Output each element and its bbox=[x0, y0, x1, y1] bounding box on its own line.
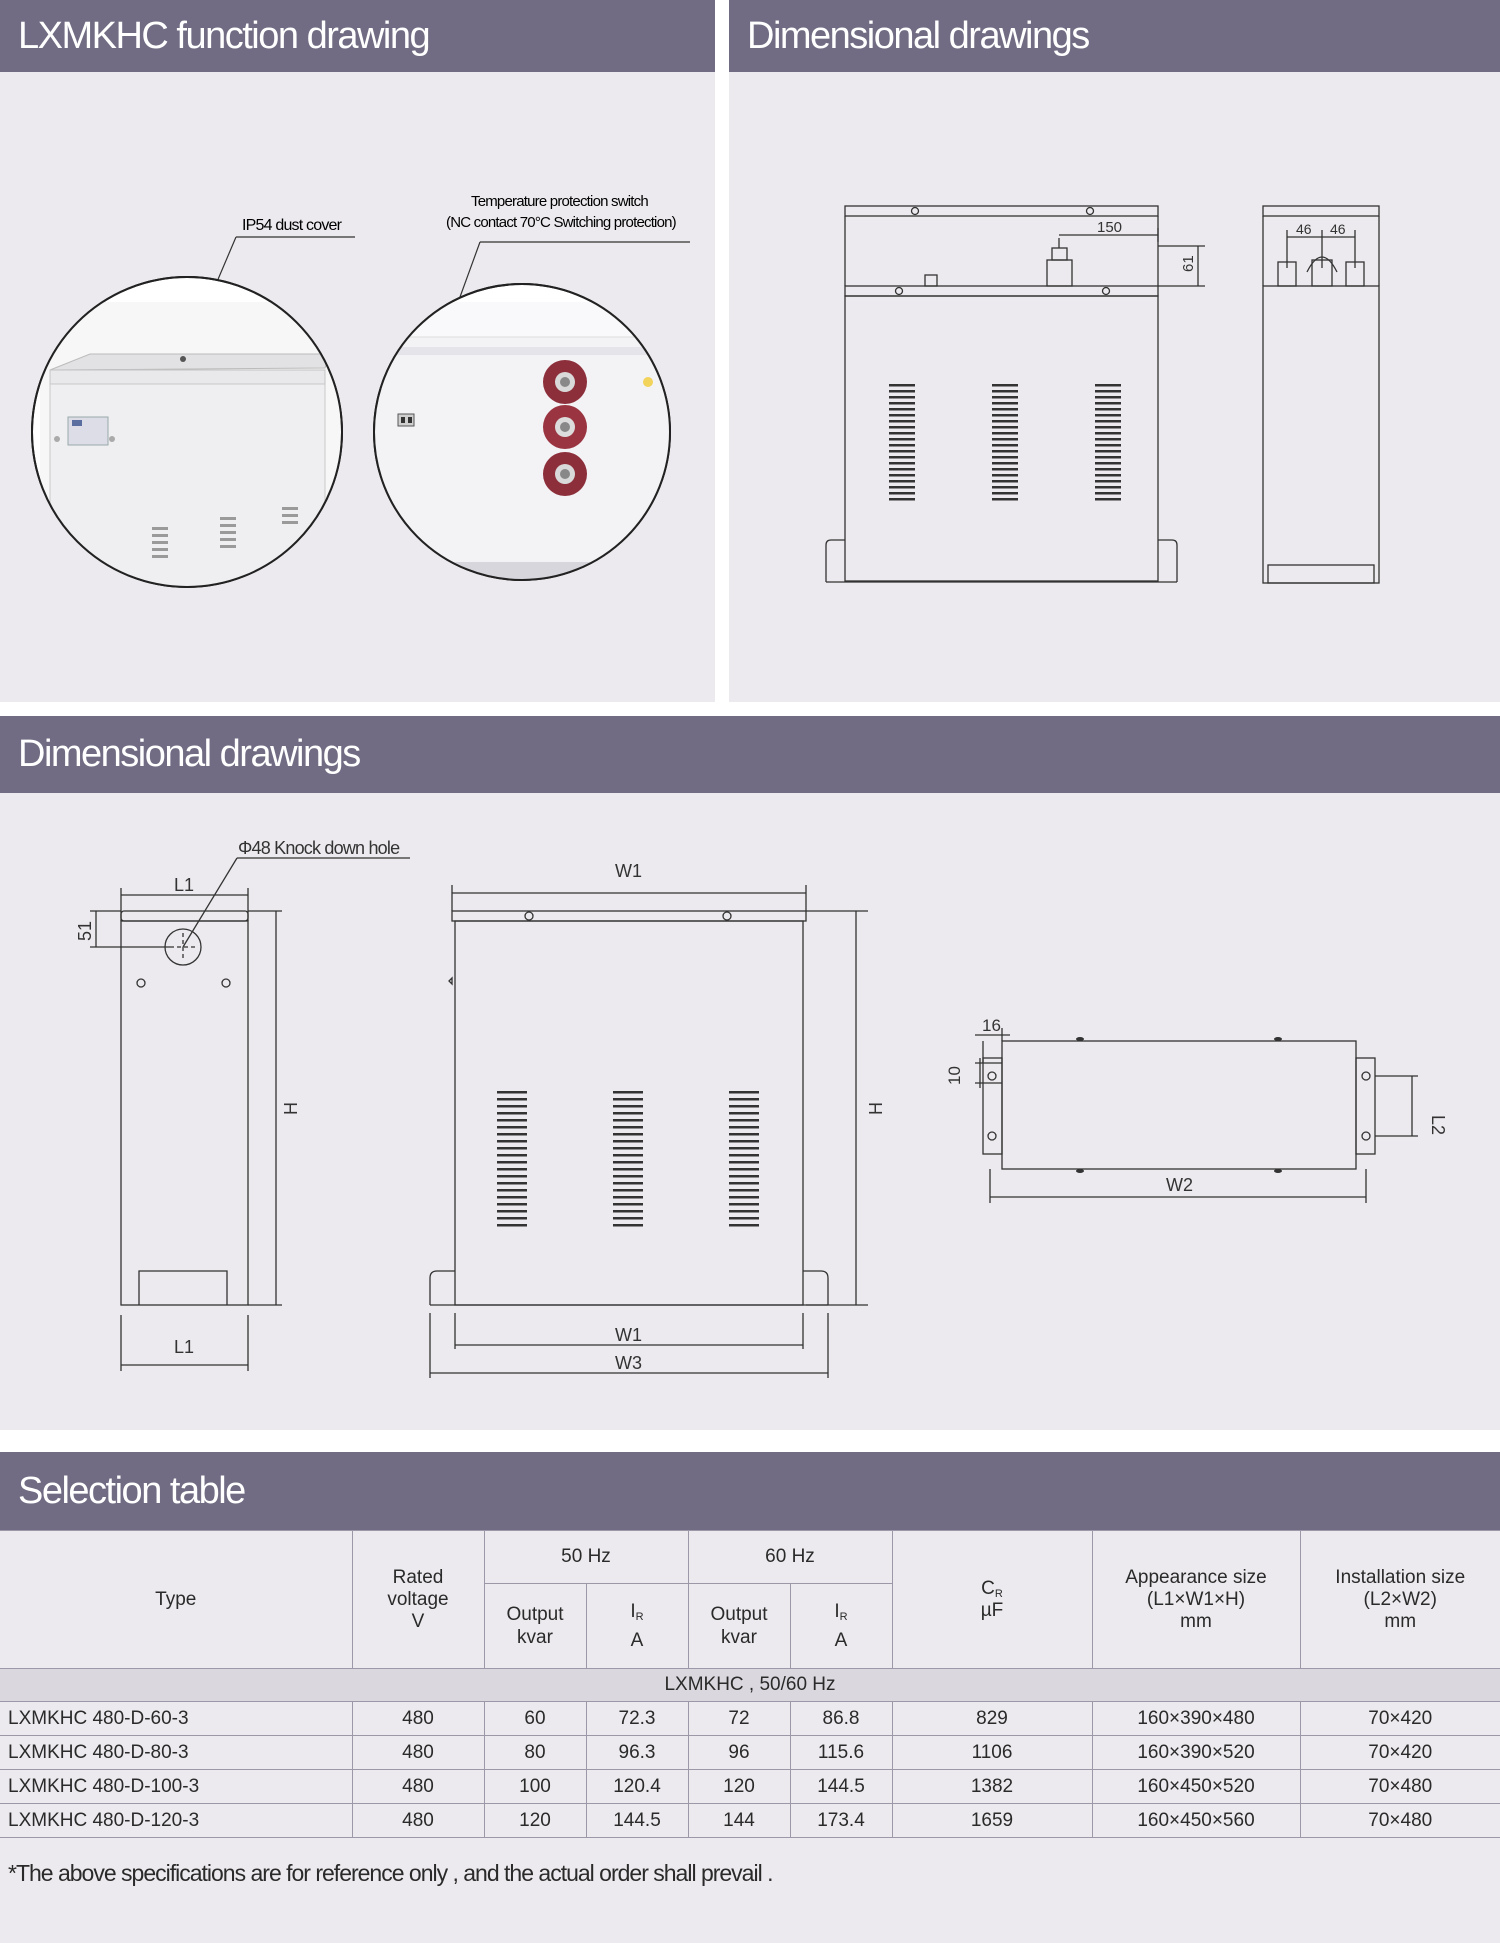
col-header-appearance: Appearance size(L1×W1×H)mm bbox=[1091, 1530, 1301, 1669]
group-label: LXMKHC , 50/60 Hz bbox=[0, 1668, 1500, 1702]
selection-table-header: Selection table bbox=[0, 1452, 1500, 1530]
col-header-type: Type bbox=[0, 1530, 353, 1669]
dim-H-side: H bbox=[281, 1102, 301, 1115]
dim-W3: W3 bbox=[615, 1353, 642, 1373]
dim-46-right: 46 bbox=[1330, 221, 1346, 237]
col-header-50hz: 50 Hz bbox=[483, 1530, 689, 1584]
dim-W2: W2 bbox=[1166, 1175, 1193, 1195]
dim-16: 16 bbox=[982, 1016, 1001, 1035]
dim-10: 10 bbox=[945, 1066, 964, 1085]
dim-L1-top: L1 bbox=[174, 875, 194, 895]
callout-temp-switch-2: (NC contact 70°C Switching protection) bbox=[446, 214, 677, 231]
dim-W1-bottom: W1 bbox=[615, 1325, 642, 1345]
dimensional-drawing-bottom: Φ48 Knock down hole L1 51 H L1 W1 H W1 W… bbox=[75, 838, 1448, 1378]
section-title: Dimensional drawings bbox=[18, 733, 361, 775]
dim-61: 61 bbox=[1180, 255, 1197, 272]
dim-46-left: 46 bbox=[1296, 221, 1312, 237]
dimensional-bottom-header: Dimensional drawings bbox=[0, 716, 1500, 793]
callout-temp-switch-1: Temperature protection switch bbox=[471, 193, 648, 210]
function-drawing-header: LXMKHC function drawing bbox=[0, 0, 715, 72]
dim-H-front: H bbox=[866, 1102, 886, 1115]
dim-51: 51 bbox=[75, 921, 95, 941]
callout-dust-cover: IP54 dust cover bbox=[242, 217, 343, 234]
footnote: *The above specifications are for refere… bbox=[8, 1860, 773, 1886]
function-drawing: IP54 dust cover Temperature protection s… bbox=[31, 193, 690, 588]
vent-slots bbox=[889, 384, 1121, 501]
gutter bbox=[0, 702, 1500, 716]
dim-L2: L2 bbox=[1428, 1115, 1448, 1135]
col-header-installation: Installation size(L2×W2)mm bbox=[1299, 1530, 1500, 1669]
gutter bbox=[715, 0, 729, 702]
vent-slots bbox=[497, 1091, 759, 1227]
section-title: Selection table bbox=[18, 1469, 246, 1512]
knock-down-hole-label: Φ48 Knock down hole bbox=[238, 838, 400, 858]
dim-150: 150 bbox=[1097, 219, 1122, 236]
gutter bbox=[0, 1430, 1500, 1452]
section-title: LXMKHC function drawing bbox=[18, 14, 431, 57]
col-header-60hz: 60 Hz bbox=[687, 1530, 893, 1584]
dimensional-top-header: Dimensional drawings bbox=[729, 0, 1500, 72]
dim-W1-top: W1 bbox=[615, 861, 642, 881]
section-title: Dimensional drawings bbox=[747, 14, 1090, 57]
dimensional-drawing-top: 150 61 46 46 bbox=[825, 205, 1380, 584]
dim-L1-bottom: L1 bbox=[174, 1337, 194, 1357]
